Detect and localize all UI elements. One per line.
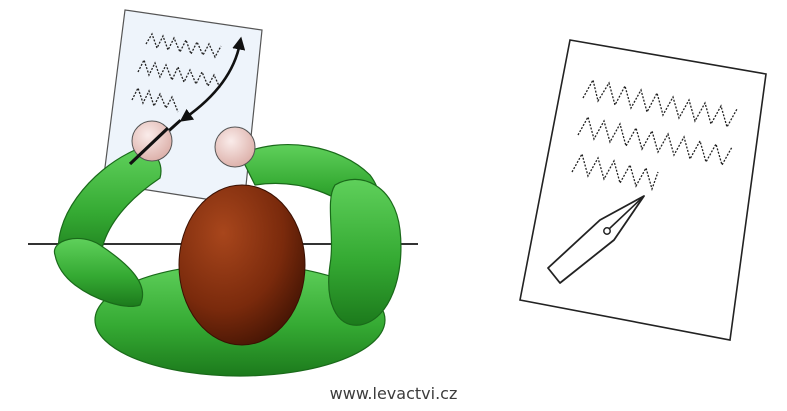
fountain-pen-icon bbox=[547, 195, 645, 284]
left-upper-arm bbox=[53, 237, 144, 307]
paper-with-pen bbox=[519, 39, 767, 341]
scribble-line-3 bbox=[131, 86, 179, 113]
scribble-line-6 bbox=[571, 152, 659, 192]
writer-figure bbox=[28, 9, 418, 377]
scribble-line-4 bbox=[582, 78, 738, 129]
arrow-icon bbox=[179, 36, 246, 122]
head bbox=[178, 184, 306, 346]
scribble-line-1 bbox=[145, 32, 222, 59]
pen-in-hand bbox=[128, 126, 170, 166]
paper-sheet-icon bbox=[519, 39, 767, 341]
right-hand bbox=[214, 126, 256, 168]
right-forearm bbox=[328, 178, 402, 326]
scribble-line-5 bbox=[577, 115, 733, 167]
website-caption: www.levactvi.cz bbox=[329, 384, 458, 403]
